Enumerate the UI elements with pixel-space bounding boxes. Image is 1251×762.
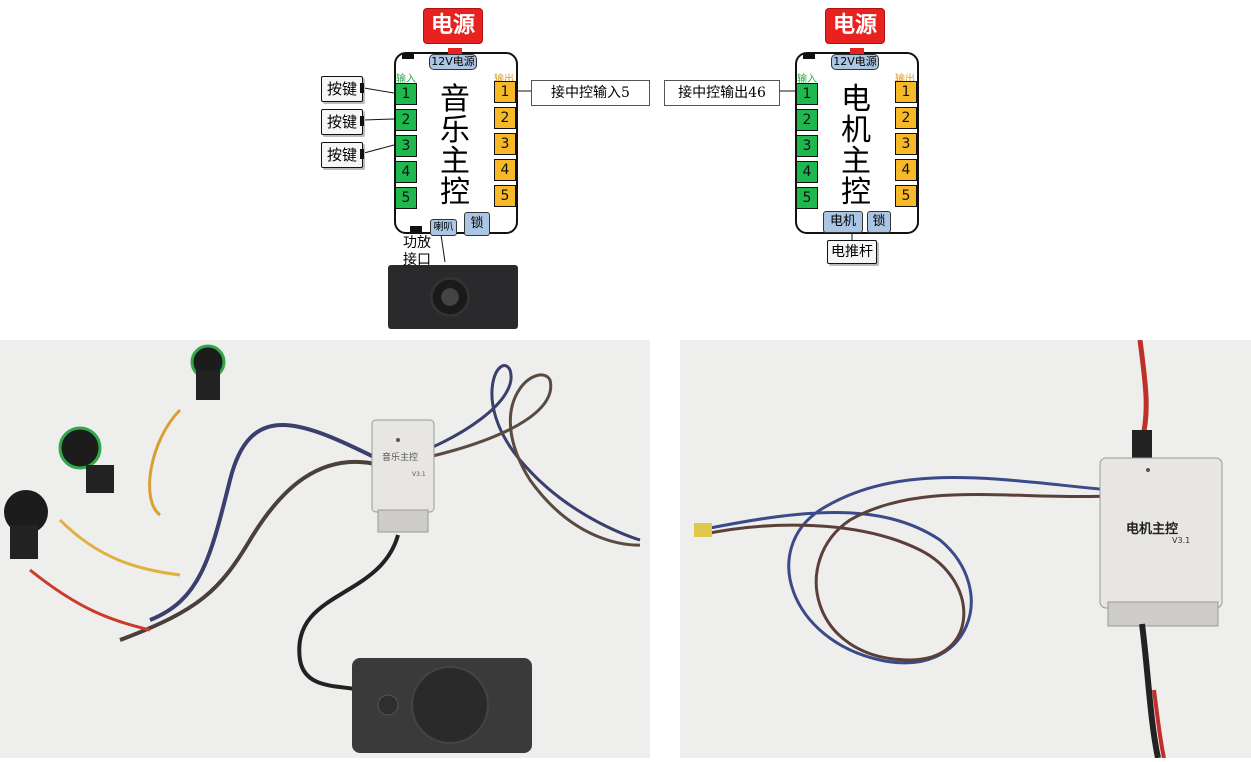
key-button-2: 按键 bbox=[321, 109, 363, 135]
right-input-2: 2 bbox=[796, 109, 818, 131]
motor-slot: 电机 bbox=[823, 211, 863, 233]
left-input-2: 2 bbox=[395, 109, 417, 131]
left-output-3: 3 bbox=[494, 133, 516, 155]
note-connect-output46: 接中控输出46 bbox=[664, 80, 780, 106]
music-controller-photo: 音乐主控 V3.1 bbox=[0, 340, 650, 758]
music-controller-title: 音 乐 主 控 bbox=[440, 82, 470, 210]
key-button-1: 按键 bbox=[321, 76, 363, 102]
motor-controller-title: 电 机 主 控 bbox=[841, 82, 871, 210]
motor-wiring-photo-art bbox=[694, 339, 1223, 759]
board-corner-mark-right bbox=[803, 53, 815, 59]
speaker-slot: 喇叭 bbox=[430, 219, 457, 236]
amp-interface-label: 功放 接口 bbox=[403, 235, 431, 268]
speaker-device bbox=[388, 265, 518, 329]
input-label-right: 输入 bbox=[797, 74, 817, 85]
photo-box-label-right: 电机主控 bbox=[1126, 522, 1179, 537]
left-output-2: 2 bbox=[494, 107, 516, 129]
right-output-2: 2 bbox=[895, 107, 917, 129]
right-input-1: 1 bbox=[796, 83, 818, 105]
key-nub-3 bbox=[360, 149, 364, 159]
left-output-5: 5 bbox=[494, 185, 516, 207]
output-label-right: 输出 bbox=[895, 74, 915, 85]
board-corner-mark bbox=[402, 53, 414, 59]
right-input-5: 5 bbox=[796, 187, 818, 209]
output-label-left: 输出 bbox=[494, 74, 514, 85]
right-output-4: 4 bbox=[895, 159, 917, 181]
lock-slot-left: 锁 bbox=[464, 212, 490, 236]
left-output-1: 1 bbox=[494, 81, 516, 103]
note-connect-input5: 接中控输入5 bbox=[531, 80, 650, 106]
left-output-4: 4 bbox=[494, 159, 516, 181]
key-nub-1 bbox=[360, 83, 364, 93]
key-button-3: 按键 bbox=[321, 142, 363, 168]
photo-box-version-right: V3.1 bbox=[1172, 536, 1191, 545]
actuator-label: 电推杆 bbox=[827, 240, 877, 264]
power-connector bbox=[448, 48, 462, 56]
music-wiring-photo-art bbox=[4, 344, 641, 753]
left-input-4: 4 bbox=[395, 161, 417, 183]
power-label-left: 电源 bbox=[423, 8, 483, 44]
power-slot-right: 12V电源 bbox=[831, 54, 879, 70]
right-output-5: 5 bbox=[895, 185, 917, 207]
left-input-3: 3 bbox=[395, 135, 417, 157]
left-input-1: 1 bbox=[395, 83, 417, 105]
photo-box-label-left: 音乐主控 bbox=[382, 453, 419, 463]
power-connector-right bbox=[850, 48, 864, 56]
board-bottom-mark bbox=[410, 226, 422, 232]
right-input-4: 4 bbox=[796, 161, 818, 183]
wiring-lines bbox=[363, 87, 853, 263]
right-input-3: 3 bbox=[796, 135, 818, 157]
lock-slot-right: 锁 bbox=[867, 211, 891, 233]
left-input-5: 5 bbox=[395, 187, 417, 209]
speaker-grille bbox=[430, 277, 470, 317]
right-output-1: 1 bbox=[895, 81, 917, 103]
key-nub-2 bbox=[360, 116, 364, 126]
motor-controller-photo: 电机主控 V3.1 bbox=[680, 339, 1251, 759]
power-label-right: 电源 bbox=[825, 8, 885, 44]
right-output-3: 3 bbox=[895, 133, 917, 155]
power-slot-left: 12V电源 bbox=[429, 54, 477, 70]
input-label-left: 输入 bbox=[396, 74, 416, 85]
photo-box-version-left: V3.1 bbox=[412, 471, 426, 478]
